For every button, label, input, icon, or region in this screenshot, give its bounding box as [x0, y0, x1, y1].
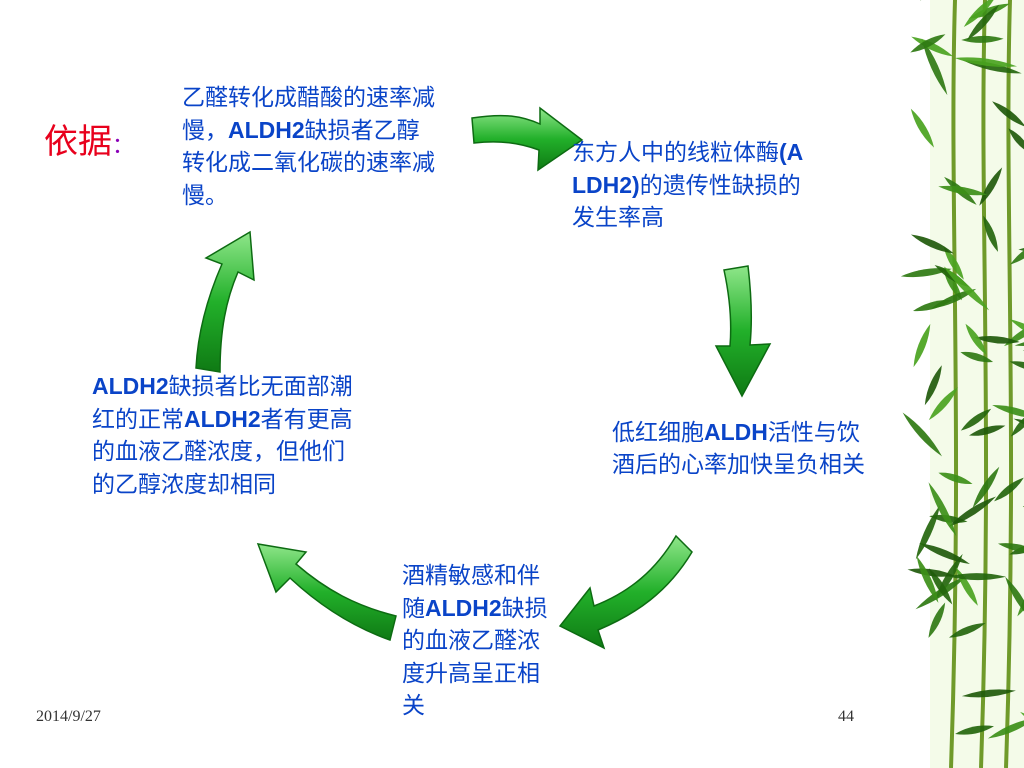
bamboo-leaf — [1008, 128, 1024, 154]
bamboo-leaf — [902, 412, 942, 457]
node-text-segment: 乙醛转化成醋酸的速率减慢， — [182, 85, 435, 145]
node-text-segment: ALDH2 — [184, 406, 261, 433]
cycle-node-acetaldehyde-rate: 乙醛转化成醋酸的速率减慢，ALDH2缺损者乙醇转化成二氧化碳的速率减慢。 — [182, 82, 442, 212]
node-text-segment: ALDH2 — [92, 373, 169, 399]
bamboo-leaf — [955, 725, 994, 735]
bamboo-leaf — [979, 167, 1003, 206]
node-text-segment: ALDH2 — [425, 595, 502, 622]
node-text-segment: 低红细胞 — [612, 420, 704, 446]
bamboo-leaf — [983, 215, 998, 252]
bamboo-leaf — [911, 36, 954, 57]
curved-arrow-icon — [256, 543, 397, 641]
bamboo-leaf — [928, 568, 953, 605]
bamboo-leaf — [1009, 543, 1024, 555]
node-text-segment: (ALDH2) — [572, 139, 804, 199]
heading-text: 依据 — [44, 122, 112, 162]
bamboo-leaf — [949, 622, 986, 638]
node-text-segment: 缺损者比无面部潮红的正常 — [92, 374, 353, 434]
footer-date: 2014/9/27 — [36, 708, 101, 725]
bamboo-stem — [979, 0, 989, 768]
bamboo-leaf — [948, 496, 997, 527]
bamboo-leaf — [928, 387, 958, 421]
node-text-segment: ALDH2 — [228, 117, 305, 144]
bamboo-leaf — [974, 335, 1020, 344]
bamboo-leaf — [913, 323, 931, 368]
curved-arrow-icon — [714, 265, 772, 398]
bamboo-leaf — [910, 108, 935, 148]
bamboo-leaf — [943, 246, 964, 280]
cycle-node-alcohol-sensitivity: 酒精敏感和伴随ALDH2缺损的血液乙醛浓度升高呈正相关 — [402, 560, 562, 722]
bamboo-leaf — [1010, 240, 1024, 265]
bamboo-leaf — [913, 300, 953, 312]
bamboo-leaf — [921, 38, 948, 96]
cycle-node-heart-rate: 低红细胞ALDH活性与饮酒后的心率加快呈负相关 — [612, 416, 874, 481]
bamboo-leaf — [963, 0, 997, 28]
bamboo-leaf — [943, 266, 990, 311]
curved-arrow-icon — [558, 534, 693, 650]
bamboo-leaf — [910, 234, 954, 254]
bamboo-leaf — [992, 404, 1024, 419]
bamboo-leaf — [967, 4, 999, 41]
bamboo-leaf — [907, 568, 955, 577]
bamboo-leaf — [960, 408, 992, 431]
node-text-segment: 缺损者乙醇转化成二氧化碳的速率减慢。 — [182, 118, 435, 209]
bamboo-leaf — [938, 185, 988, 196]
node-text-segment: 缺损的血液乙醛浓度升高呈正相关 — [402, 596, 548, 719]
node-text-segment: 者有更高的血液乙醛浓度，但他们的乙醇浓度却相同 — [92, 407, 353, 498]
bamboo-leaf — [954, 57, 1018, 67]
bamboo-stem — [1004, 0, 1014, 768]
bamboo-leaf — [992, 101, 1024, 127]
cycle-node-eastern-prevalence: 东方人中的线粒体酶(ALDH2)的遗传性缺损的发生率高 — [572, 136, 808, 235]
heading-colon: ： — [112, 134, 135, 159]
cycle-node-blood-acetaldehyde: ALDH2缺损者比无面部潮红的正常ALDH2者有更高的血液乙醛浓度，但他们的乙醇… — [92, 370, 354, 501]
node-text-segment: 活性与饮酒后的心率加快呈负相关 — [612, 420, 865, 479]
bamboo-leaf — [924, 365, 942, 406]
bamboo-leaf — [972, 466, 1000, 508]
bamboo-leaf — [1009, 361, 1024, 372]
page-number: 44 — [838, 708, 854, 725]
curved-arrow-icon — [471, 106, 584, 172]
bamboo-leaf — [910, 34, 946, 53]
bamboo-leaf — [965, 323, 987, 355]
node-text-segment: 东方人中的线粒体酶 — [572, 140, 779, 166]
node-text-segment: ALDH — [704, 419, 768, 445]
bamboo-leaf — [948, 573, 1007, 581]
bamboo-leaf — [900, 268, 952, 278]
bamboo-leaf — [997, 543, 1024, 553]
bamboo-leaf — [928, 482, 957, 537]
bamboo-leaf — [960, 351, 994, 363]
curved-arrow-icon — [195, 230, 255, 373]
bamboo-leaf — [915, 505, 941, 560]
node-text-segment: 酒精敏感和伴随 — [402, 563, 540, 623]
bamboo-stem — [949, 0, 959, 768]
bamboo-leaf — [1010, 409, 1024, 437]
bamboo-leaf — [938, 472, 973, 485]
bamboo-leaf — [961, 689, 1016, 698]
bamboo-leaf — [968, 425, 1006, 436]
slide-heading: 依据： — [44, 122, 134, 163]
bamboo-leaf — [961, 35, 1004, 43]
node-text-segment: 的遗传性缺损的发生率高 — [572, 173, 801, 232]
bamboo-leaf — [1005, 576, 1024, 621]
bamboo-leaf — [994, 477, 1024, 502]
bamboo-leaf — [928, 602, 946, 638]
bamboo-leaf — [919, 543, 970, 565]
bamboo-leaf — [1009, 319, 1024, 343]
